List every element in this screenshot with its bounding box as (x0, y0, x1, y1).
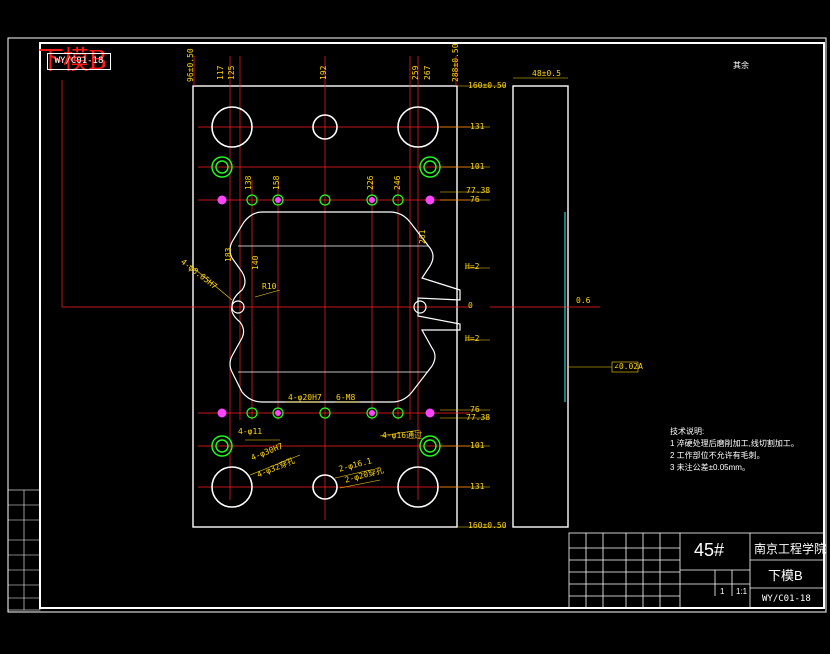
callout-m8: 6-M8 (336, 393, 356, 402)
dim-183: 183 (224, 247, 233, 262)
dim-right-101-top: 101 (470, 162, 485, 171)
die-cavity-outline (229, 211, 461, 403)
dim-right-top: 160±0.50 (468, 81, 507, 90)
title-block-grid (568, 532, 825, 609)
dim-top-192: 192 (319, 65, 328, 80)
pilot-holes (231, 300, 427, 314)
small-holes (246, 194, 404, 419)
title-part-name: 下模B (768, 568, 803, 583)
dim-right-131-top: 131 (470, 122, 485, 131)
sheet-inner-border (39, 42, 825, 609)
dim-r10: R10 (262, 282, 277, 291)
part-code-box: WY/C01-18 (47, 53, 111, 70)
title-drawing-no: WY/C01-18 (762, 594, 811, 604)
die-plate-section (512, 85, 569, 528)
callout-4-holes: 4-φ20H7 (288, 393, 322, 402)
dim-261: 261 (418, 229, 427, 244)
dim-top-outer-right: 288±0.50 (451, 43, 460, 82)
title-material: 45# (694, 540, 725, 560)
dimension-leaders (189, 85, 506, 528)
guide-holes (211, 106, 439, 508)
dim-right-76-top: 76 (470, 195, 480, 204)
dim-right-bottom: 160±0.50 (468, 521, 507, 530)
section-ref-box (611, 361, 639, 373)
section-thickness: 48±0.5 (532, 69, 561, 78)
callout-h2-top: H=2 (465, 262, 480, 271)
dim-inner-138: 138 (244, 175, 253, 190)
dim-top-outer-left: 96±0.50 (186, 48, 195, 82)
dim-right-131-bottom: 131 (470, 482, 485, 491)
threaded-holes (217, 195, 435, 418)
note-item: 2 工作部位不允许有毛刺。 (670, 451, 765, 460)
callout-phi11: 4-φ11 (238, 427, 263, 436)
callout-h2-bottom: H=2 (465, 334, 480, 343)
dim-inner-226: 226 (366, 175, 375, 190)
notes-title: 技术说明: (670, 427, 705, 436)
dim-right-77-top: 77.38 (466, 186, 491, 195)
dim-top-259: 259 (411, 65, 420, 80)
callout-phi16: 4-φ16通过 (382, 431, 423, 440)
sheet-outer-border (7, 37, 827, 613)
title-qty: 1 (720, 587, 725, 596)
dim-right-zero: 0 (468, 301, 473, 310)
stage-label: 下模B (38, 46, 107, 76)
dim-top-125: 125 (227, 65, 236, 80)
title-school: 南京工程学院 (754, 542, 827, 556)
dim-right-101-bottom: 101 (470, 441, 485, 450)
technical-notes: 技术说明: 1 淬硬处理后磨削加工,线切割加工。 2 工作部位不允许有毛刺。 3… (670, 426, 799, 474)
dim-right-77-bottom: 77.38 (466, 413, 491, 422)
center-lines (61, 56, 470, 520)
dim-inner-158: 158 (272, 175, 281, 190)
note-item: 1 淬硬处理后磨削加工,线切割加工。 (670, 439, 799, 448)
dim-inner-246: 246 (393, 175, 402, 190)
dim-top-267: 267 (423, 65, 432, 80)
section-side-tag: 0.6 (576, 296, 591, 305)
surface-finish-note: 其余 (733, 61, 749, 70)
dim-right-76-bottom: 76 (470, 405, 480, 414)
side-revision-table (7, 489, 41, 611)
dim-140: 140 (251, 255, 260, 270)
dim-top-117: 117 (216, 65, 225, 80)
title-scale: 1:1 (736, 587, 748, 596)
bushing-holes (211, 156, 441, 457)
note-item: 3 未注公差±0.05mm。 (670, 463, 750, 472)
section-ref-tag: ∠0.02A (614, 362, 643, 371)
